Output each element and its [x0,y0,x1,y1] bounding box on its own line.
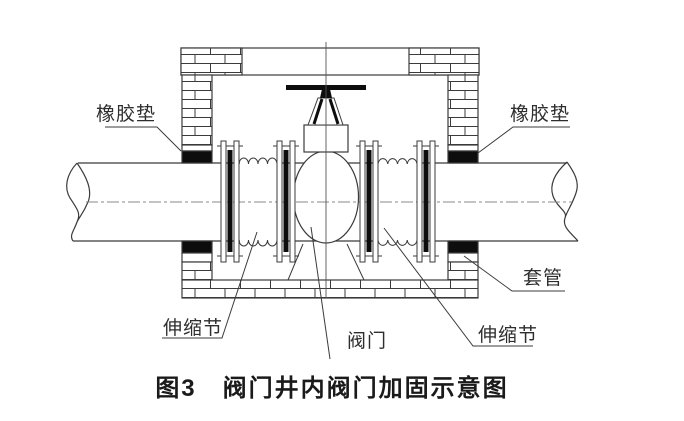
bellows-top [377,158,418,165]
bellows-bottom [377,239,418,246]
valve-well [180,47,480,299]
rubber-pad-right-lower [447,240,479,254]
expansion-joint-left [238,157,278,247]
label-valve: 阀门 [347,330,387,352]
rubber-pad-left-lower [181,240,213,254]
casing-sleeve-left-lower [181,252,213,263]
label-expansion-joint-left: 伸缩节 [163,317,223,339]
leader-rubber-pad-left [105,126,182,152]
valve-yoke-rods [312,98,340,125]
pipe-break-symbol-right [551,161,579,242]
leader-expansion-joint-left [162,231,258,339]
label-expansion-joint-right: 伸缩节 [478,324,538,346]
bellows-top [238,157,278,165]
figure-caption: 图3 阀门井内阀门加固示意图 [155,374,508,402]
flange [355,140,383,263]
well-top-slab-brick-right [408,47,480,76]
leader-valve [310,226,331,360]
flange [412,140,440,263]
well-wall-left-upper [181,74,213,146]
well-floor-slab [181,279,479,299]
rubber-pad-left-upper [181,150,213,164]
leader-lines [105,126,570,360]
rubber-pad-right-upper [447,150,479,164]
casing-sleeve-right-upper [447,144,479,152]
label-rubber-pad-right: 橡胶垫 [510,103,570,125]
leader-expansion-joint-right [383,227,533,347]
leader-casing [463,255,565,292]
label-rubber-pad-left: 橡胶垫 [96,103,156,125]
well-top-slab-brick-left [180,47,243,76]
well-wall-left-lower [181,261,213,281]
casing-sleeve-right-lower [447,252,479,263]
casing-sleeve-left-upper [181,144,213,152]
bellows-bottom [238,239,278,247]
well-wall-right-lower [447,261,479,281]
well-wall-right-upper [447,74,479,146]
leader-rubber-pad-right [477,126,570,154]
centerlines [86,42,572,298]
flange [272,140,300,263]
expansion-joint-right [377,158,418,246]
flange [216,140,244,263]
label-casing: 套管 [523,267,563,289]
